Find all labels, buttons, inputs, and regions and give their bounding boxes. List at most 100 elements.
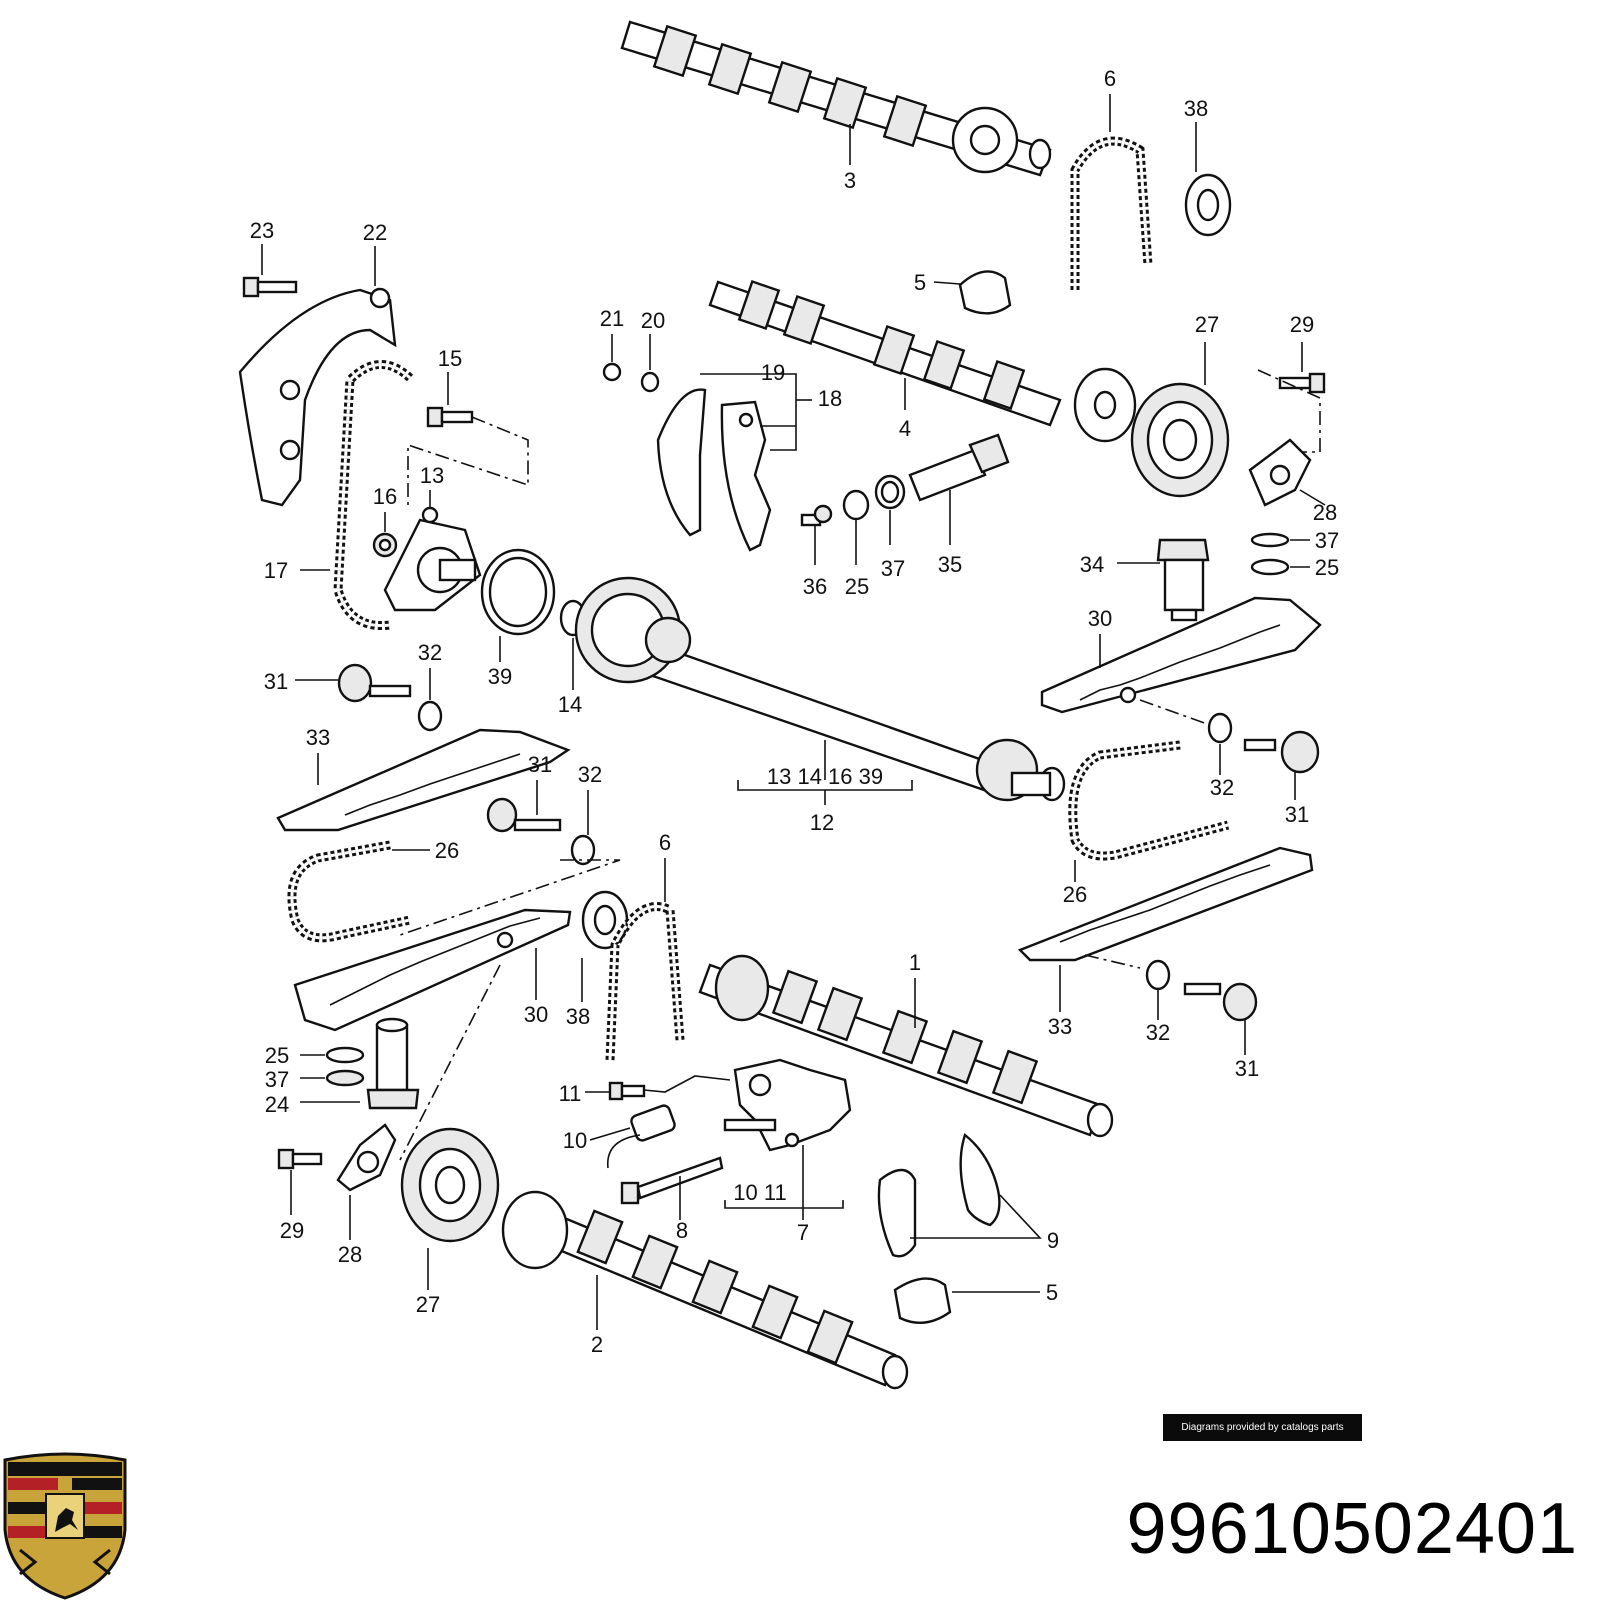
callout-16: 16 [373, 484, 397, 509]
callout-38-bottom: 38 [566, 1004, 590, 1029]
bolt-15 [426, 406, 474, 428]
seal-ring-32-right-lower [1145, 959, 1171, 991]
seal-ring-32-right-upper [1207, 712, 1233, 744]
callout-26-right: 26 [1063, 882, 1087, 907]
callout-27-bottom: 27 [416, 1292, 440, 1317]
callout-22: 22 [363, 220, 387, 245]
tappet-5-top [958, 270, 1012, 315]
callout-32-left-upper: 32 [418, 640, 442, 665]
guide-shoe-9-right [959, 1132, 1001, 1227]
camshaft-1 [698, 954, 1114, 1138]
tensioner-24 [366, 1017, 420, 1110]
chain-guide-22 [238, 287, 397, 507]
bleed-valve-36 [800, 504, 833, 527]
guide-pin-31-left-upper [337, 663, 412, 703]
group-12-contents: 13 14 16 39 [767, 764, 883, 789]
callout-8: 8 [676, 1218, 688, 1243]
callout-3: 3 [844, 168, 856, 193]
callout-18: 18 [818, 386, 842, 411]
group-7-contents: 10 11 [733, 1180, 786, 1205]
callout-29-bottom: 29 [280, 1218, 304, 1243]
callout-28-bottom: 28 [338, 1242, 362, 1267]
callout-7: 7 [797, 1220, 809, 1245]
callout-31-right-upper: 31 [1285, 802, 1309, 827]
callout-6-bottom: 6 [659, 830, 671, 855]
tensioner-rail-30-left [293, 908, 572, 1032]
guide-shoe-9-left [877, 1168, 917, 1258]
bolt-11 [608, 1081, 646, 1101]
tensioner-housing-7 [723, 1058, 852, 1152]
seal-ring-32-left-upper [417, 700, 443, 732]
camshaft-3 [620, 20, 1052, 177]
callout-26-left: 26 [435, 838, 459, 863]
callout-24: 24 [265, 1092, 289, 1117]
callout-14: 14 [558, 692, 582, 717]
callout-37-mid: 37 [881, 556, 905, 581]
porsche-crest-logo [3, 1452, 127, 1600]
callout-labels: 3 6 38 23 22 5 21 20 27 29 15 19 18 4 13… [250, 66, 1339, 1357]
bolt-29-bottom [277, 1148, 323, 1170]
guide-pin-31-left-mid [486, 797, 562, 833]
callout-23: 23 [250, 218, 274, 243]
callout-9: 9 [1047, 1228, 1059, 1253]
bolt-29-top [1278, 372, 1326, 394]
callout-25-left: 25 [265, 1043, 289, 1068]
callout-4: 4 [899, 416, 911, 441]
thrust-washer-38-top [1184, 173, 1232, 237]
bearing-flange-13 [383, 506, 482, 612]
callout-1: 1 [909, 950, 921, 975]
callout-19: 19 [761, 360, 785, 385]
seal-ring-37-right [1250, 532, 1290, 548]
callout-31-left-mid: 31 [528, 752, 552, 777]
chain-26-right [1068, 740, 1230, 861]
callout-31-left-upper: 31 [264, 669, 288, 694]
sprocket-27-bottom [400, 1127, 500, 1243]
chain-tensioner-35 [908, 433, 1010, 502]
bolt-23 [242, 276, 298, 298]
callout-17: 17 [264, 558, 288, 583]
bolt-8 [620, 1156, 724, 1205]
callout-33-right: 33 [1048, 1014, 1072, 1039]
seal-ring-25-mid [842, 489, 870, 521]
callout-30-right: 30 [1088, 606, 1112, 631]
callout-30-left: 30 [524, 1002, 548, 1027]
washer-20 [640, 371, 660, 393]
callout-5-bottom: 5 [1046, 1280, 1058, 1305]
seal-ring-39 [480, 548, 556, 636]
intermediate-shaft-12 [574, 576, 1066, 802]
seal-ring-37-left [325, 1069, 365, 1087]
flange-28-bottom [336, 1123, 397, 1192]
seal-ring-25-right [1250, 558, 1290, 576]
callout-2: 2 [591, 1332, 603, 1357]
diagram-credit-banner: Diagrams provided by catalogs parts [1163, 1414, 1362, 1441]
callout-37-left: 37 [265, 1067, 289, 1092]
tensioner-rail-19 [656, 388, 707, 537]
callout-6-top: 6 [1104, 66, 1116, 91]
callout-5-top: 5 [914, 270, 926, 295]
callout-29-top: 29 [1290, 312, 1314, 337]
callout-39: 39 [488, 664, 512, 689]
callout-33-left: 33 [306, 725, 330, 750]
tensioner-rail-18 [720, 400, 772, 552]
callout-38-top: 38 [1184, 96, 1208, 121]
thrust-washer-38-bottom [581, 890, 629, 950]
callout-37-right: 37 [1315, 528, 1339, 553]
tappet-5-bottom [893, 1277, 952, 1324]
camshaft-2 [501, 1190, 909, 1390]
chain-6-top [1070, 136, 1153, 290]
guide-pin-31-right-upper [1243, 730, 1320, 774]
callout-10: 10 [563, 1128, 587, 1153]
part-number: 99610502401 [1126, 1489, 1578, 1569]
guide-rail-33-right [1017, 846, 1314, 962]
callout-32-right-lower: 32 [1146, 1020, 1170, 1045]
chain-tensioner-34 [1156, 538, 1210, 622]
seal-ring-25-left [325, 1046, 365, 1064]
callout-13: 13 [420, 463, 444, 488]
camshaft-4 [708, 280, 1137, 443]
callout-34: 34 [1080, 552, 1104, 577]
callout-11: 11 [559, 1081, 582, 1106]
tensioner-rail-30-right [1040, 596, 1322, 714]
callout-28-top: 28 [1313, 500, 1337, 525]
callout-36: 36 [803, 574, 827, 599]
